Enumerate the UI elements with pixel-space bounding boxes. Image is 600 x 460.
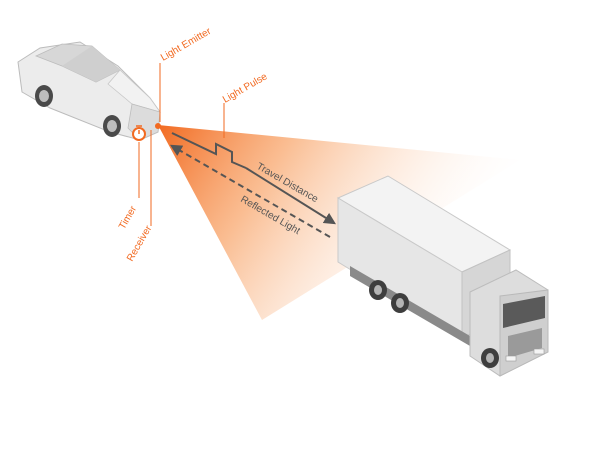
callout-lines bbox=[138, 63, 225, 226]
travel-distance-arrow bbox=[245, 167, 337, 225]
light-pulse-label: Light Pulse bbox=[221, 71, 270, 105]
receiver-label: Receiver bbox=[125, 223, 155, 263]
reflected-light-arrow bbox=[169, 144, 331, 238]
truck bbox=[336, 175, 549, 377]
timer-icon bbox=[132, 125, 146, 141]
light-pulse-wave bbox=[171, 132, 247, 169]
car bbox=[17, 41, 161, 141]
light-emitter-label: Light Emitter bbox=[159, 26, 214, 64]
emitter-sensor bbox=[155, 123, 161, 129]
timer-label: Timer bbox=[117, 204, 139, 232]
